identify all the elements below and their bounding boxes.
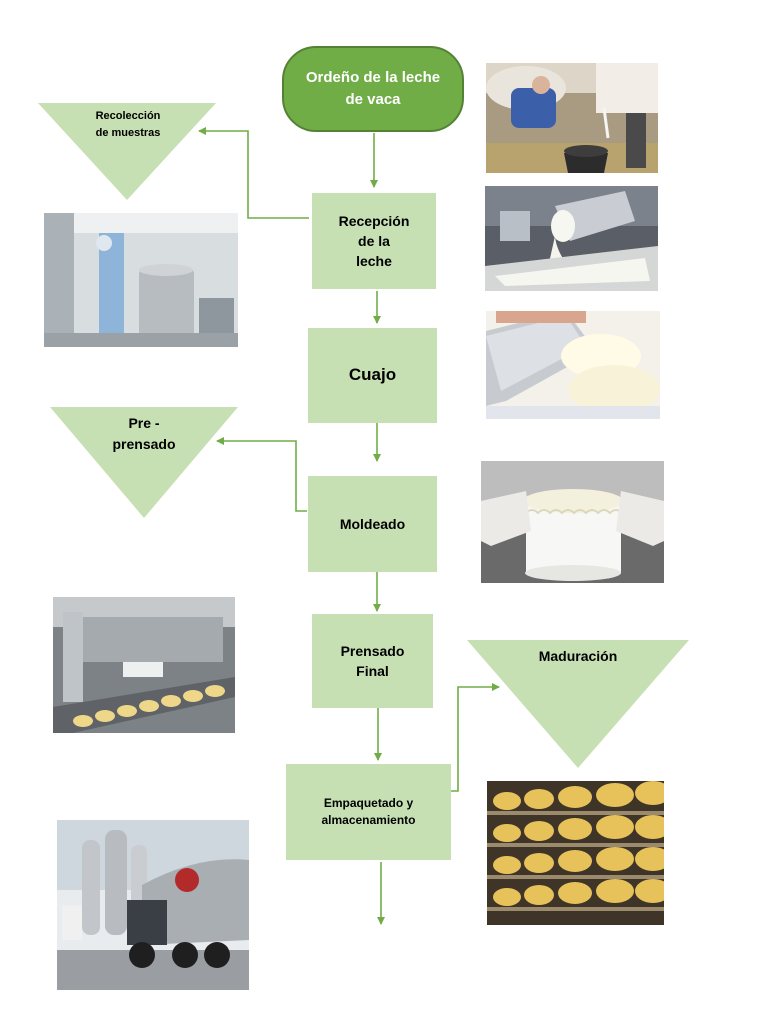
step-cuajo: Cuajo xyxy=(308,328,437,423)
tanker-truck-photo xyxy=(57,820,249,990)
start-node-label: Ordeño de la leche de vaca xyxy=(305,68,441,109)
milk-pouring-photo xyxy=(485,186,658,291)
step-recepcion-label: Recepción de la leche xyxy=(338,212,410,270)
curd-photo xyxy=(486,311,660,419)
step-empaquetado-label: Empaquetado y almacenamiento xyxy=(321,795,416,827)
step-cuajo-label: Cuajo xyxy=(348,365,397,385)
preprensado-label: Pre - prensado xyxy=(112,415,176,452)
arrow-to-preprensado xyxy=(216,437,307,512)
cheese-factory-photo xyxy=(53,597,235,733)
recoleccion-label: Recolección de muestras xyxy=(95,110,161,139)
step-moldeado: Moldeado xyxy=(308,476,437,572)
triangle-recoleccion xyxy=(38,103,216,200)
step-recepcion: Recepción de la leche xyxy=(312,193,436,289)
arrow-to-recoleccion xyxy=(198,127,309,219)
dairy-lab-photo xyxy=(44,213,238,347)
step-prensado-label: Prensado Final xyxy=(340,642,405,679)
start-node-ordeno: Ordeño de la leche de vaca xyxy=(282,46,464,132)
aging-shelves-photo xyxy=(487,781,664,925)
cheese-mold-photo xyxy=(481,461,664,583)
step-prensado: Prensado Final xyxy=(312,614,433,708)
step-moldeado-label: Moldeado xyxy=(339,515,406,532)
maduracion-label: Maduración xyxy=(538,648,618,664)
milking-photo xyxy=(486,63,658,173)
triangle-preprensado xyxy=(50,407,238,518)
step-empaquetado: Empaquetado y almacenamiento xyxy=(286,764,451,860)
triangle-maduracion xyxy=(467,640,689,768)
